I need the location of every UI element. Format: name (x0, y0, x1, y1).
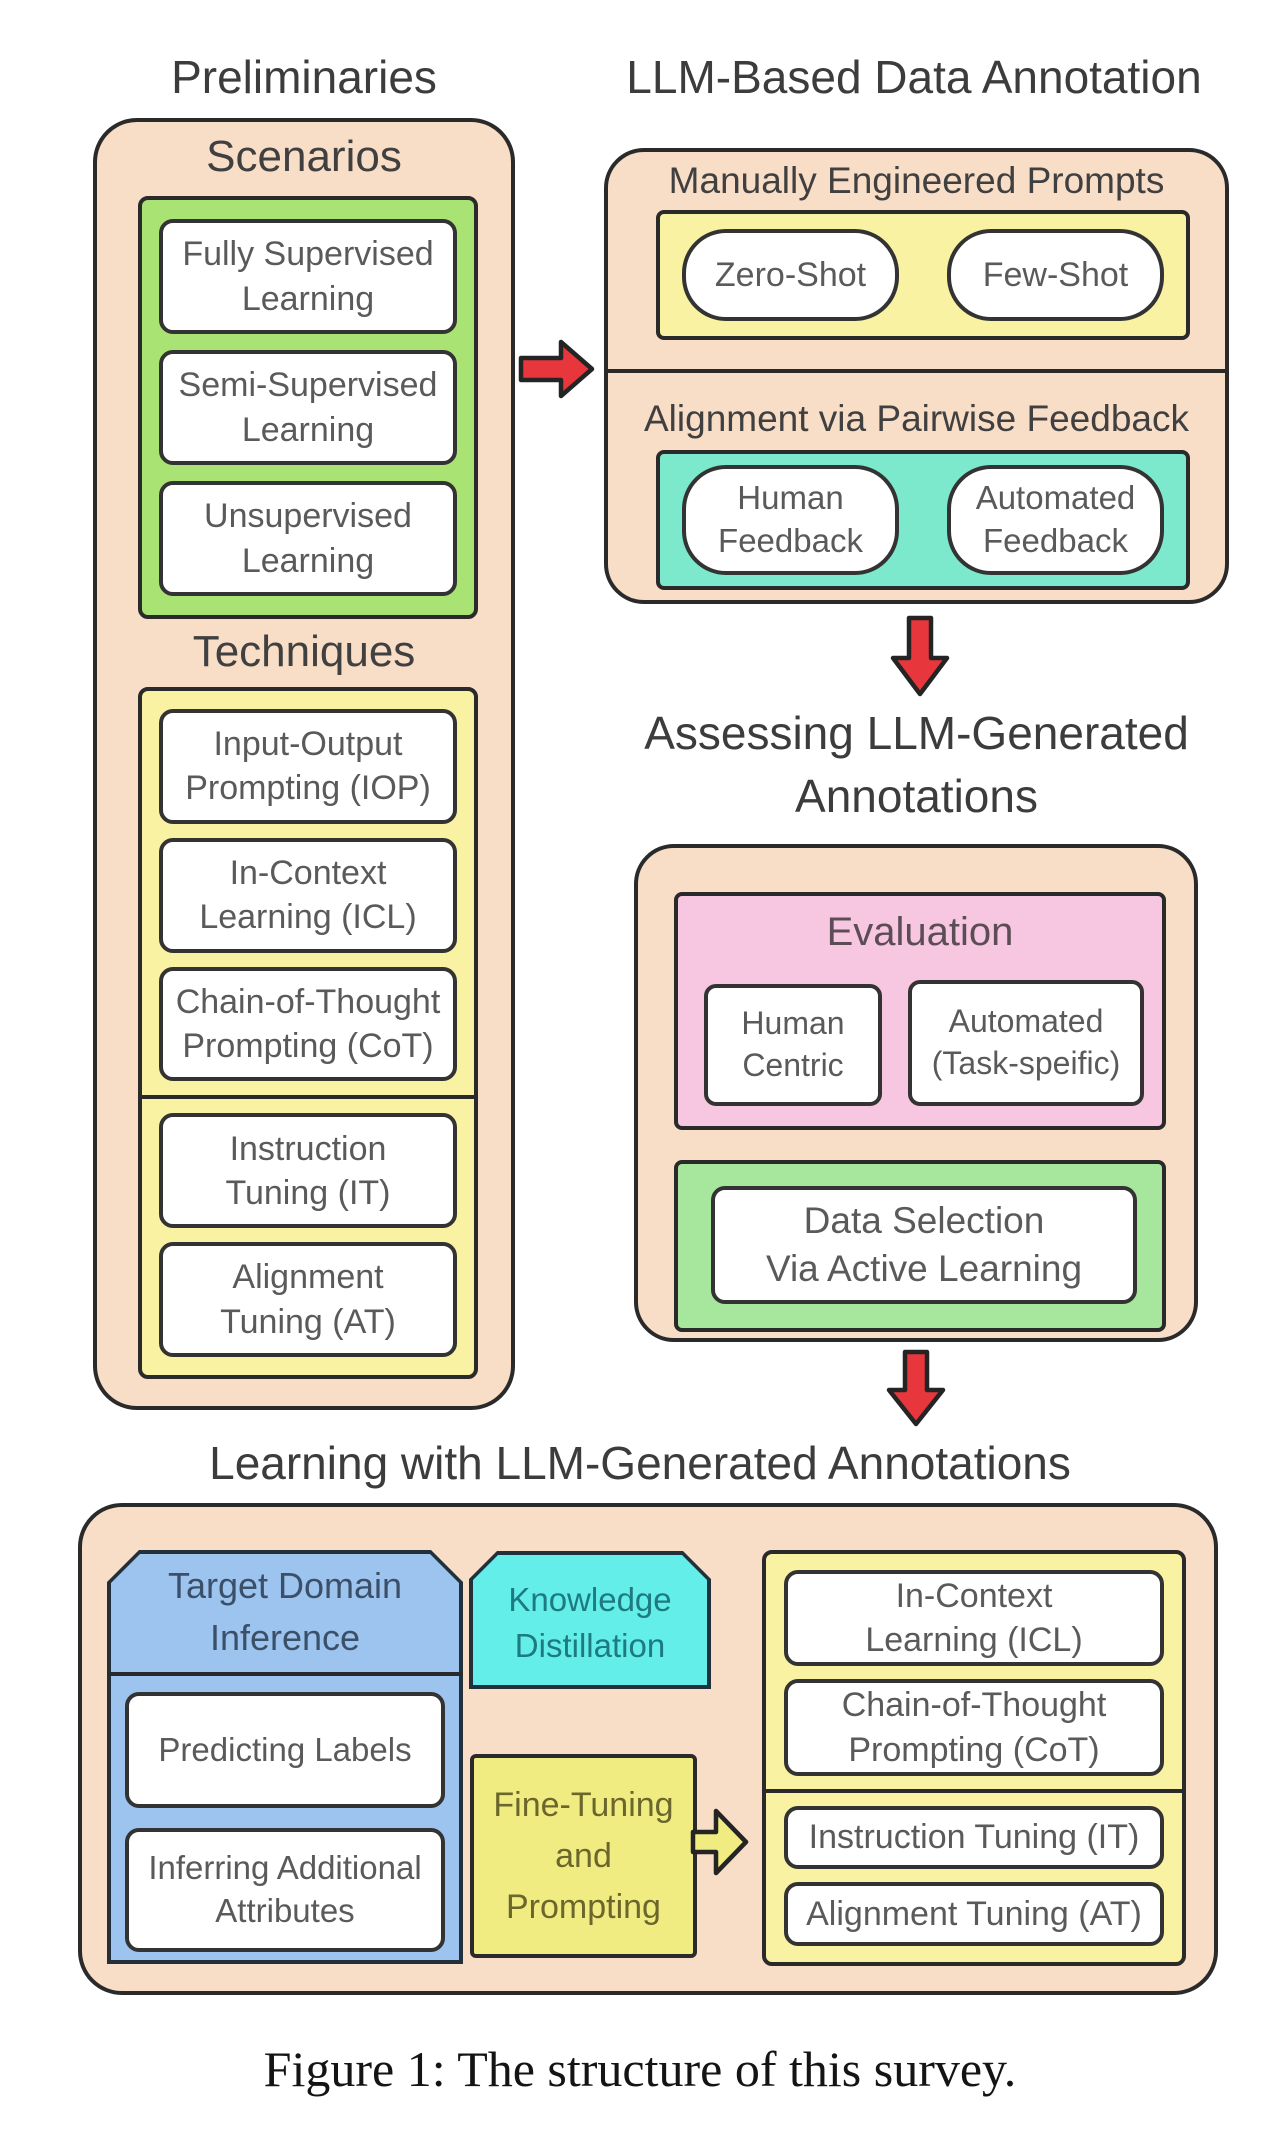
title-llm-based-data-annotation: LLM-Based Data Annotation (626, 51, 1202, 103)
group-target-domain-inference: Target Domain Inference Predicting Label… (107, 1550, 463, 1964)
group-scenarios: Fully Supervised Learning Semi-Supervise… (138, 196, 478, 619)
header-scenarios: Scenarios (206, 132, 402, 181)
annotation-panel-divider (608, 369, 1225, 373)
node-unsupervised-learning: Unsupervised Learning (159, 481, 457, 596)
node-inferring-additional-attributes: Inferring Additional Attributes (125, 1828, 445, 1952)
figure-caption: Figure 1: The structure of this survey. (263, 2041, 1017, 2097)
node-alignment-tuning: Alignment Tuning (AT) (159, 1242, 457, 1357)
flow-arrow-down-icon (890, 615, 950, 697)
header-alignment-pairwise-feedback: Alignment via Pairwise Feedback (644, 398, 1189, 439)
node-alignment-tuning-at: Alignment Tuning (AT) (784, 1882, 1164, 1946)
node-few-shot: Few-Shot (947, 229, 1164, 321)
node-human-feedback: Human Feedback (682, 465, 899, 575)
header-evaluation: Evaluation (826, 910, 1014, 954)
node-knowledge-distillation: Knowledge Distillation (508, 1580, 672, 1664)
panel-assessing: Evaluation Human Centric Automated (Task… (634, 844, 1198, 1342)
fine-tuning-arrow-right-icon (690, 1808, 749, 1876)
panel-learning: Target Domain Inference Predicting Label… (78, 1503, 1218, 1995)
header-techniques: Techniques (192, 627, 416, 676)
knowledge-distillation-fill (473, 1555, 707, 1685)
group-manual-prompts: Zero-Shot Few-Shot (656, 210, 1190, 340)
node-icl-learning: In-Context Learning (ICL) (784, 1570, 1164, 1667)
node-automated-feedback: Automated Feedback (947, 465, 1164, 575)
title-assessing: Assessing LLM-Generated Annotations (644, 707, 1189, 823)
node-fully-supervised-learning: Fully Supervised Learning (159, 219, 457, 334)
node-input-output-prompting: Input-Output Prompting (IOP) (159, 709, 457, 824)
panel-llm-annotation: Manually Engineered Prompts Zero-Shot Fe… (604, 148, 1229, 604)
node-semi-supervised-learning: Semi-Supervised Learning (159, 350, 457, 465)
group-knowledge-distillation: Knowledge Distillation (469, 1551, 711, 1689)
node-zero-shot: Zero-Shot (682, 229, 899, 321)
group-pairwise-feedback: Human Feedback Automated Feedback (656, 450, 1190, 590)
node-in-context-learning: In-Context Learning (ICL) (159, 837, 457, 953)
group-evaluation: Evaluation Human Centric Automated (Task… (674, 892, 1166, 1130)
techniques-divider (142, 1095, 474, 1100)
target-domain-divider (107, 1672, 463, 1676)
node-instruction-tuning: Instruction Tuning (IT) (159, 1113, 457, 1229)
node-fine-tuning-and-prompting: Fine-Tuning and Prompting (470, 1754, 697, 1958)
flow-arrow-right-icon (518, 339, 595, 399)
node-instruction-tuning-it: Instruction Tuning (IT) (784, 1805, 1164, 1870)
panel-preliminaries: Scenarios Fully Supervised Learning Semi… (93, 118, 515, 1410)
header-manually-engineered-prompts: Manually Engineered Prompts (668, 160, 1165, 201)
node-cot-prompting: Chain-of-Thought Prompting (CoT) (784, 1679, 1164, 1776)
group-data-selection: Data Selection Via Active Learning (674, 1160, 1166, 1332)
node-human-centric: Human Centric (704, 984, 882, 1106)
learning-techniques-divider (766, 1788, 1182, 1793)
title-learning: Learning with LLM-Generated Annotations (209, 1437, 1071, 1489)
node-chain-of-thought-prompting: Chain-of-Thought Prompting (CoT) (159, 966, 457, 1082)
group-learning-techniques: In-Context Learning (ICL) Chain-of-Thoug… (762, 1550, 1186, 1966)
node-predicting-labels: Predicting Labels (125, 1692, 445, 1808)
title-preliminaries: Preliminaries (171, 51, 437, 103)
header-target-domain-inference: Target Domain Inference (167, 1565, 403, 1659)
node-automated-task-specific: Automated (Task-speific) (908, 980, 1144, 1106)
node-data-selection-active-learning: Data Selection Via Active Learning (711, 1186, 1137, 1304)
group-techniques: Input-Output Prompting (IOP) In-Context … (138, 687, 478, 1379)
flow-arrow-down-icon (886, 1349, 946, 1427)
